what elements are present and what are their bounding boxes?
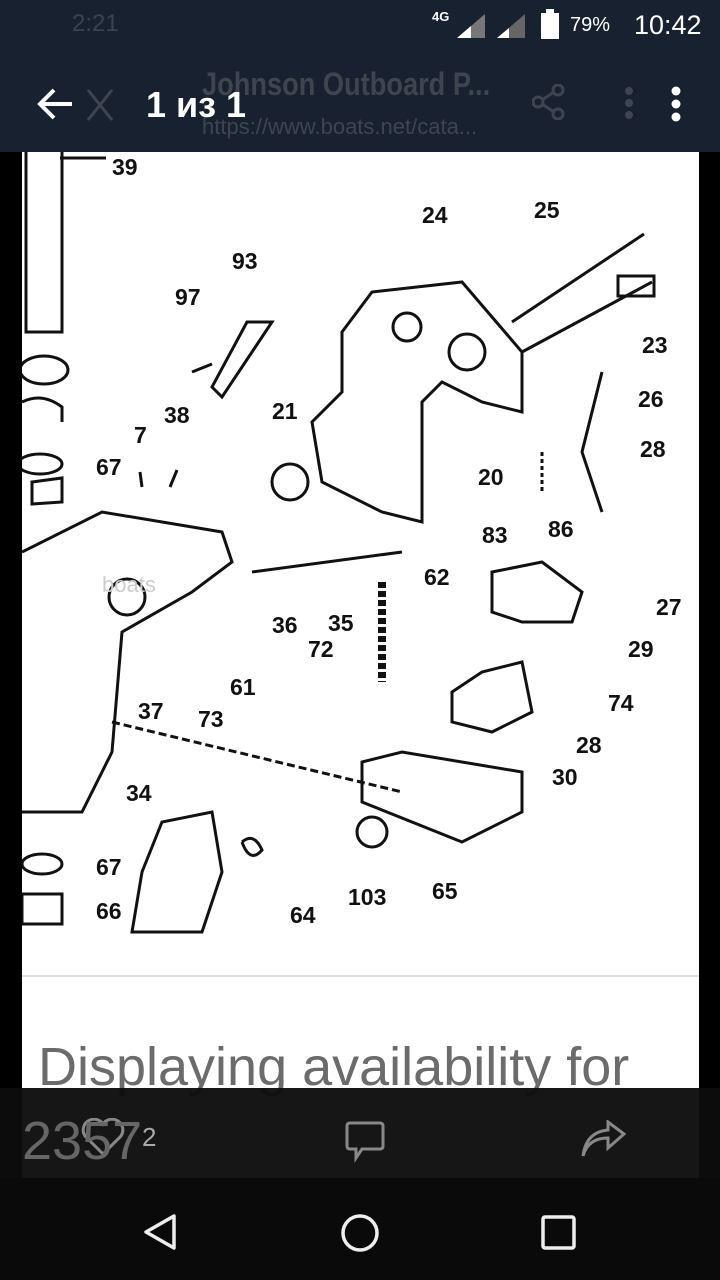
part-label: 37 [138, 698, 164, 724]
image-counter: 1 из 1 [146, 84, 247, 125]
ghost-page-url: https://www.boats.net/cata... [202, 114, 478, 139]
part-label: 29 [628, 636, 654, 662]
ghost-time: 2:21 [72, 10, 119, 37]
ghost-menu-icon [625, 87, 633, 119]
back-arrow-icon[interactable] [36, 86, 116, 124]
part-label: 86 [548, 516, 574, 542]
part-label: 97 [175, 284, 201, 310]
part-label: 20 [478, 464, 504, 490]
part-label: 35 [328, 610, 354, 636]
part-label: 28 [576, 732, 602, 758]
battery-icon [541, 9, 559, 39]
part-label: 34 [126, 780, 152, 806]
nav-recents-icon[interactable] [540, 1214, 578, 1252]
clock: 10:42 [634, 10, 702, 40]
part-label: 65 [432, 878, 458, 904]
part-label: 93 [232, 248, 258, 274]
part-label: 66 [96, 898, 122, 924]
ghost-share-icon [532, 84, 565, 120]
part-label: 25 [534, 197, 560, 223]
navigation-bar [0, 1178, 720, 1280]
part-label: 7 [134, 422, 147, 448]
ghost-page-title: Johnson Outboard P... [202, 66, 491, 102]
part-label: 73 [198, 706, 224, 732]
part-label: 26 [638, 386, 664, 412]
like-count: 2 [142, 1122, 157, 1152]
nav-home-icon[interactable] [338, 1212, 382, 1254]
top-bar: 2:21 4G 79% 10:42 Johnson Outboard P... … [0, 0, 720, 152]
share-icon[interactable] [580, 1120, 628, 1160]
part-label: 27 [656, 594, 682, 620]
heart-icon[interactable] [80, 1118, 126, 1158]
part-label: 72 [308, 636, 334, 662]
parts-diagram: boats 39 24 25 93 97 23 21 38 7 67 26 28… [22, 152, 699, 942]
wifi-signal-icon [497, 14, 525, 38]
nav-back-icon[interactable] [142, 1212, 178, 1252]
action-bar: 2 [0, 1088, 720, 1178]
part-label: 83 [482, 522, 508, 548]
part-label: 67 [96, 454, 122, 480]
part-label: 103 [348, 884, 387, 910]
part-label: 28 [640, 436, 666, 462]
part-label: 24 [422, 202, 448, 228]
part-label: 23 [642, 332, 668, 358]
part-label: 39 [112, 154, 138, 180]
part-label: 21 [272, 398, 298, 424]
availability-text: Displaying availability for [38, 1037, 630, 1097]
part-label: 61 [230, 674, 256, 700]
battery-percent: 79% [570, 14, 611, 36]
divider [22, 975, 699, 977]
part-label: 62 [424, 564, 450, 590]
part-label: 30 [552, 764, 578, 790]
part-label: 38 [164, 402, 190, 428]
watermark: boats [102, 572, 156, 597]
availability-text-continued: 2357 [22, 1111, 143, 1171]
part-label: 67 [96, 854, 122, 880]
network-type: 4G [432, 9, 450, 24]
signal-icon [457, 14, 485, 38]
part-label: 64 [290, 902, 316, 928]
diagram-drawing: boats [22, 152, 656, 934]
part-label: 36 [272, 612, 298, 638]
more-options-icon[interactable] [668, 86, 684, 122]
comment-icon[interactable] [344, 1120, 386, 1164]
part-label: 74 [608, 690, 634, 716]
